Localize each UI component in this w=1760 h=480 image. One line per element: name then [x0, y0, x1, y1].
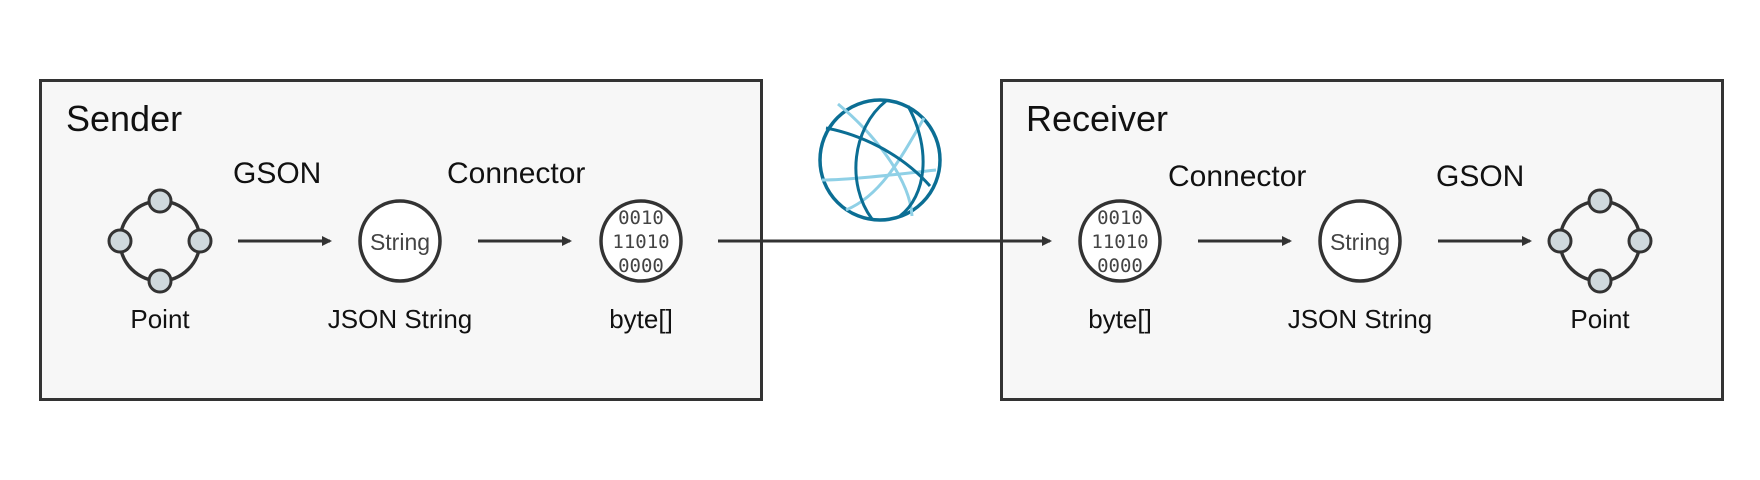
binary-icon: 0010 11010 0000: [599, 199, 683, 283]
string-glyph: String: [370, 229, 430, 255]
svg-text:11010: 11010: [612, 231, 669, 253]
string-glyph: String: [1330, 229, 1390, 255]
string-icon: String: [1318, 199, 1402, 283]
sender-step-connector: Connector: [447, 157, 586, 190]
svg-text:11010: 11010: [1091, 231, 1148, 253]
receiver-caption-json-string: JSON String: [1287, 304, 1433, 334]
receiver-step-gson: GSON: [1436, 160, 1525, 193]
svg-text:0000: 0000: [1097, 255, 1143, 277]
binary-icon: 0010 11010 0000: [1078, 199, 1162, 283]
sender-caption-bytes: byte[]: [609, 304, 673, 334]
sender-caption-json-string: JSON String: [327, 304, 473, 334]
point-icon: [107, 188, 213, 294]
receiver-caption-bytes: byte[]: [1088, 304, 1152, 334]
svg-text:0010: 0010: [618, 207, 664, 229]
receiver-title: Receiver: [1026, 98, 1169, 139]
svg-text:0010: 0010: [1097, 207, 1143, 229]
receiver-step-connector: Connector: [1168, 160, 1307, 193]
receiver-caption-point: Point: [1570, 304, 1630, 334]
globe-icon: [818, 98, 942, 222]
sender-caption-point: Point: [130, 304, 190, 334]
sender-title: Sender: [66, 98, 183, 139]
point-icon: [1547, 188, 1653, 294]
sender-step-gson: GSON: [233, 157, 322, 190]
svg-text:0000: 0000: [618, 255, 664, 277]
string-icon: String: [358, 199, 442, 283]
